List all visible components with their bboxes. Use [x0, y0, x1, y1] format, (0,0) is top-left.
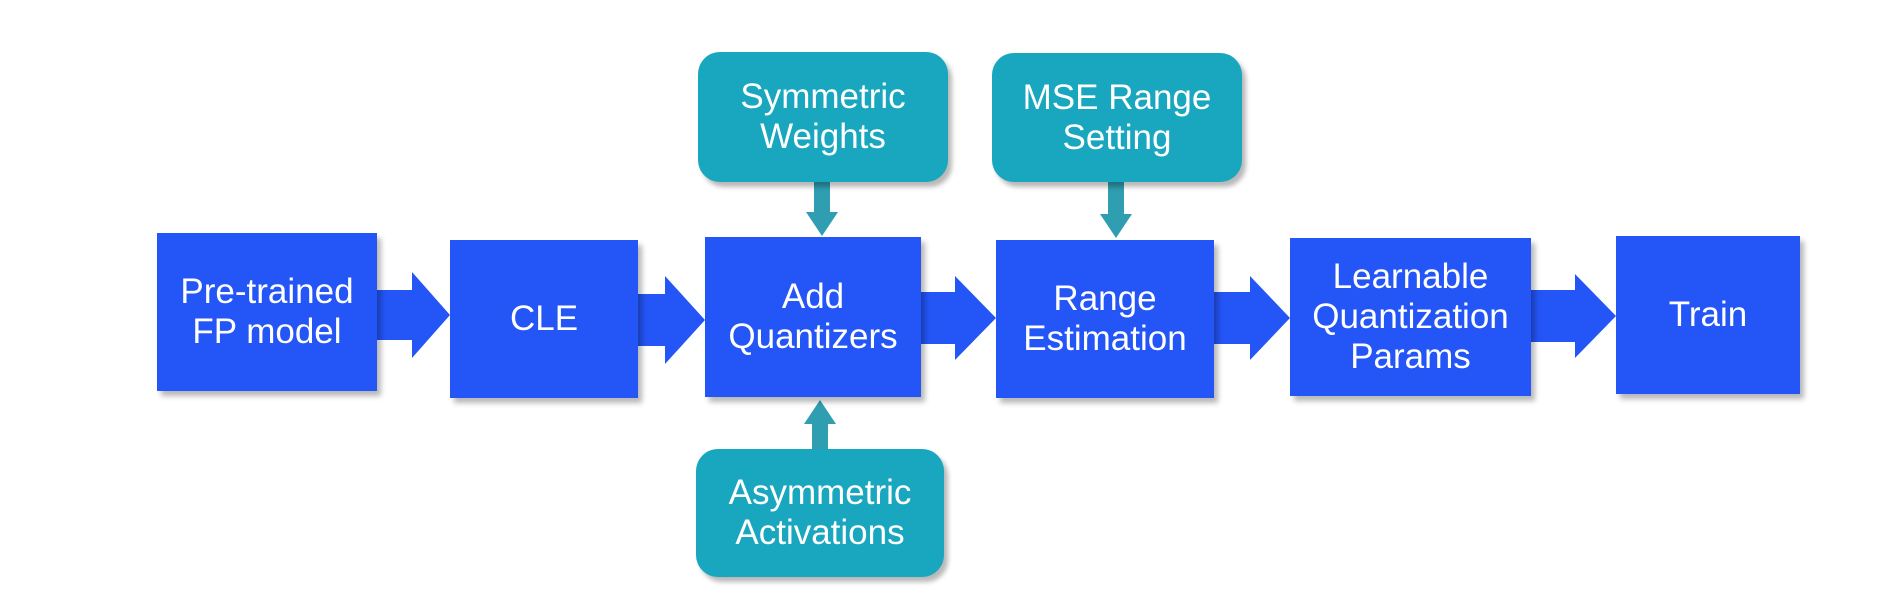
option-asymmetric-activations: Asymmetric Activations — [696, 449, 944, 577]
arrow-learnable-params-to-train — [1531, 274, 1616, 358]
arrow-symmetric-weights-down — [806, 182, 838, 236]
step-learnable-quantization-params: Learnable Quantization Params — [1290, 238, 1531, 396]
step-train: Train — [1616, 236, 1800, 394]
step-range-estimation: Range Estimation — [996, 240, 1214, 398]
option-symmetric-weights: Symmetric Weights — [698, 52, 948, 182]
arrow-pretrained-to-cle — [377, 272, 450, 358]
arrow-cle-to-add-quantizers — [638, 276, 705, 364]
arrow-range-estimation-to-learnable-params — [1214, 276, 1290, 360]
arrow-mse-range-setting-down — [1100, 182, 1132, 238]
step-add-quantizers: Add Quantizers — [705, 237, 921, 397]
step-pretrained-fp-model: Pre-trained FP model — [157, 233, 377, 391]
arrow-asymmetric-activations-up — [804, 400, 836, 449]
step-cle: CLE — [450, 240, 638, 398]
arrow-add-quantizers-to-range-estimation — [921, 276, 996, 360]
option-mse-range-setting: MSE Range Setting — [992, 53, 1242, 182]
